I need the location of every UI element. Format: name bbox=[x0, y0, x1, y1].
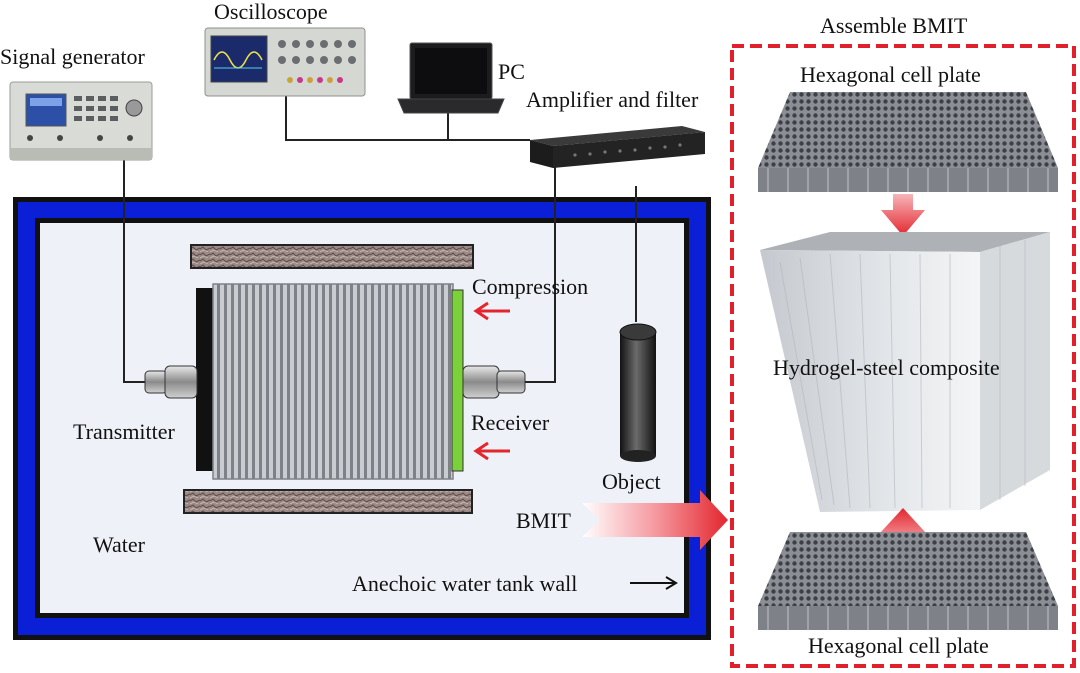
transmitter-label: Transmitter bbox=[73, 419, 175, 444]
object-cylinder bbox=[619, 323, 657, 462]
assemble-arrow-down bbox=[881, 194, 925, 236]
amplifier-filter-device bbox=[530, 126, 705, 168]
cable-amplifier-receiver bbox=[525, 166, 556, 383]
compression-arrow-top bbox=[473, 301, 510, 321]
receiver-transducer bbox=[462, 365, 526, 399]
signal-generator-device bbox=[9, 81, 153, 161]
oscilloscope-label: Oscilloscope bbox=[214, 0, 328, 24]
pc-laptop bbox=[397, 42, 505, 114]
compression-label: Compression bbox=[472, 274, 589, 299]
receiver-plate bbox=[451, 289, 464, 472]
assemble-bmit-label: Assemble BMIT bbox=[820, 13, 968, 38]
hex-plate-bottom-label: Hexagonal cell plate bbox=[808, 633, 989, 658]
oscilloscope-device bbox=[204, 27, 366, 97]
bmit-arrow bbox=[582, 490, 728, 550]
transmitter-transducer bbox=[144, 365, 198, 399]
sample-fins bbox=[212, 283, 454, 480]
hydrogel-steel-cube bbox=[760, 232, 1050, 512]
compression-arrow-bottom bbox=[473, 441, 510, 461]
hex-plate-top bbox=[758, 92, 1058, 192]
signal-generator-label: Signal generator bbox=[0, 44, 145, 69]
cables bbox=[123, 96, 637, 383]
hydrogel-steel-label: Hydrogel-steel composite bbox=[773, 355, 1000, 380]
object-label: Object bbox=[602, 469, 661, 494]
cable-generator-transmitter bbox=[123, 160, 145, 383]
amplifier-filter-label: Amplifier and filter bbox=[526, 87, 699, 112]
hex-plate-bottom bbox=[758, 532, 1058, 630]
pc-label: PC bbox=[498, 59, 525, 84]
water-label: Water bbox=[93, 532, 145, 557]
bmit-label: BMIT bbox=[516, 508, 571, 533]
assemble-arrow-up bbox=[881, 508, 925, 548]
bmit-sample bbox=[196, 283, 464, 480]
top-absorber-plate bbox=[190, 244, 474, 269]
transmitter-backing bbox=[196, 288, 214, 471]
assemble-bmit-box bbox=[730, 44, 1076, 668]
anechoic-wall-label: Anechoic water tank wall bbox=[352, 571, 578, 596]
compression-arrows bbox=[473, 301, 510, 461]
watermark: 大数跨境 bbox=[10, 645, 90, 669]
wall-pointer-arrow bbox=[630, 576, 678, 590]
bottom-absorber-plate bbox=[183, 489, 473, 514]
receiver-label: Receiver bbox=[471, 410, 550, 435]
hex-plate-top-label: Hexagonal cell plate bbox=[800, 62, 981, 87]
